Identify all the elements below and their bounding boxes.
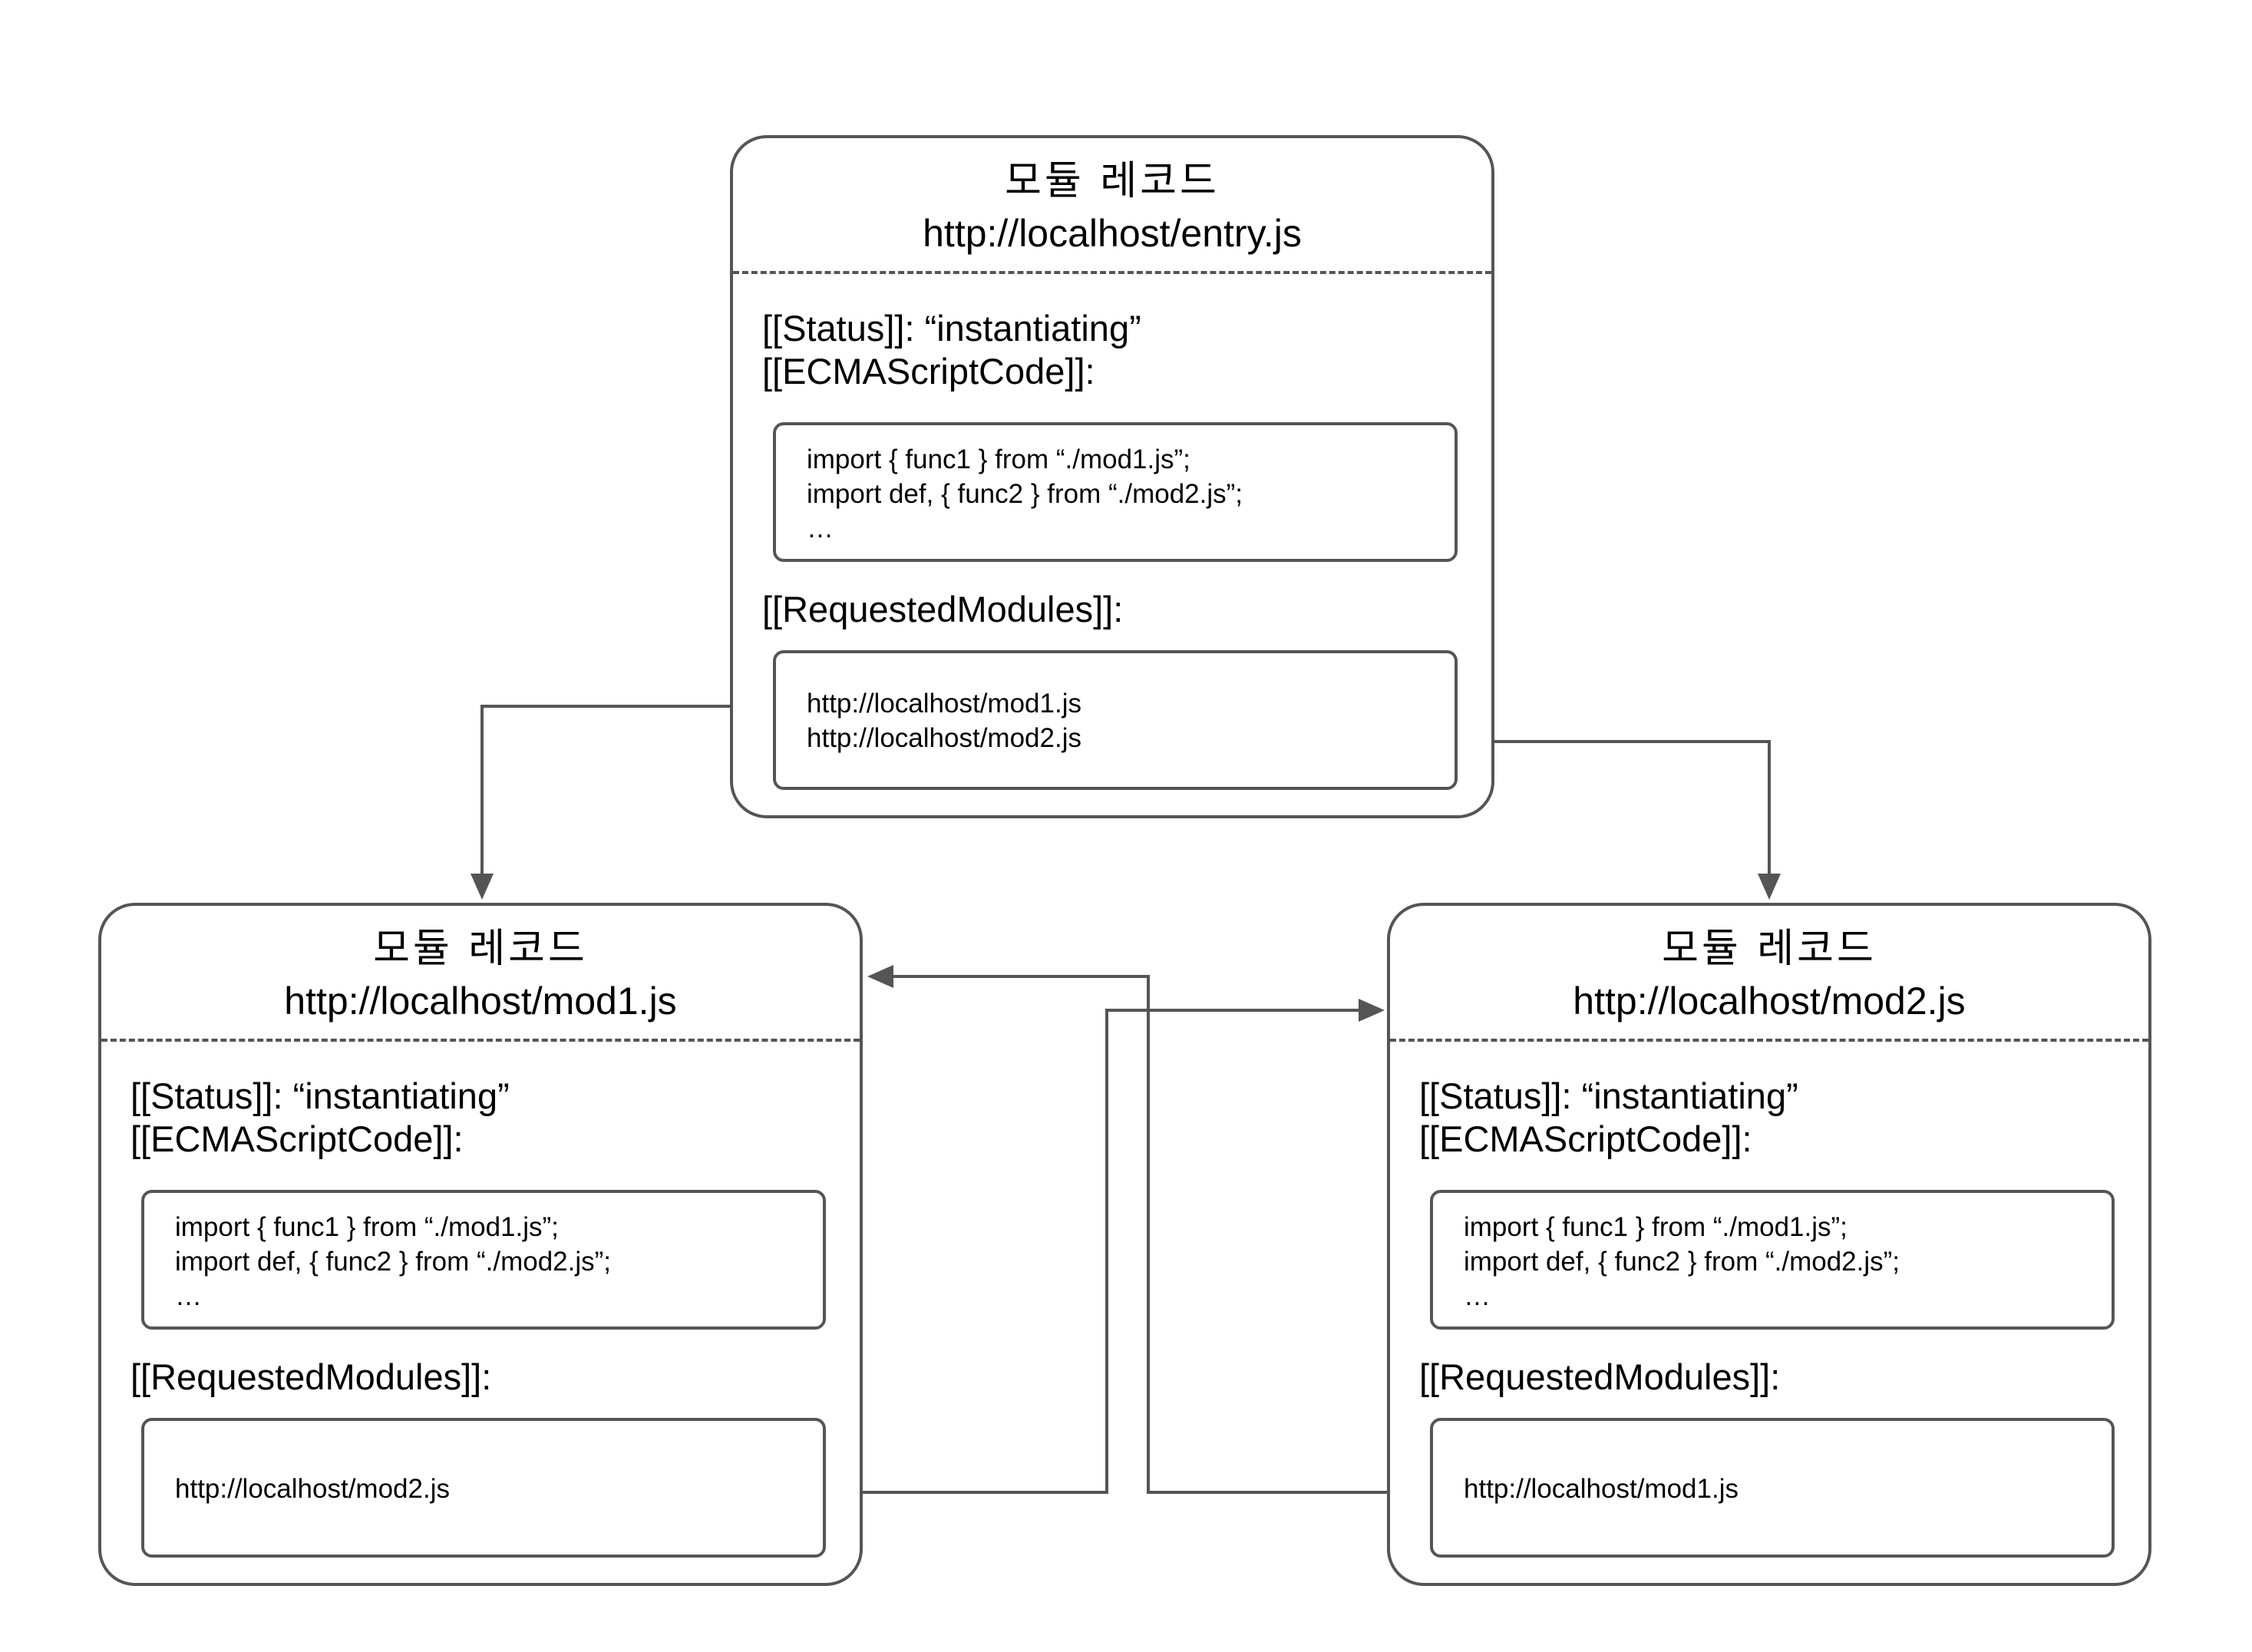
status-field: [[Status]]: “instantiating” [130, 1075, 510, 1116]
status-field: [[Status]]: “instantiating” [762, 308, 1141, 349]
code-line: import { func1 } from “./mod1.js”; [807, 444, 1190, 474]
edge-mod2-to-mod1-line [892, 975, 1418, 1494]
code-line: … [1464, 1281, 1491, 1311]
edge-entry-to-mod1-arrowhead [471, 874, 494, 900]
module-header: 모듈 레코드 http://localhost/mod1.js [101, 906, 860, 1042]
ecmascript-code-label: [[ECMAScriptCode]]: [762, 351, 1095, 392]
edge-mod2-to-mod1 [867, 965, 1427, 1501]
requested-modules-box: http://localhost/mod2.js [141, 1418, 826, 1558]
module-kind-label: 모듈 레코드 [1005, 158, 1220, 204]
edge-mod1-to-mod2 [828, 999, 1385, 1501]
edge-entry-to-mod2-arrowhead [1758, 874, 1781, 900]
module-header: 모듈 레코드 http://localhost/entry.js [733, 138, 1491, 274]
code-line: import { func1 } from “./mod1.js”; [175, 1212, 559, 1242]
ecmascript-code-label: [[ECMAScriptCode]]: [130, 1118, 464, 1159]
module-header: 모듈 레코드 http://localhost/mod2.js [1390, 906, 2148, 1042]
requested-module-entry: http://localhost/mod1.js [1464, 1474, 1739, 1504]
module-record-entry: 모듈 레코드 http://localhost/entry.js [[Statu… [730, 135, 1494, 818]
module-url: http://localhost/entry.js [923, 212, 1302, 255]
code-line: import def, { func2 } from “./mod2.js”; [1464, 1247, 1900, 1277]
requested-module-entry: http://localhost/mod2.js [175, 1474, 450, 1504]
module-url: http://localhost/mod1.js [284, 980, 677, 1023]
module-record-mod1: 모듈 레코드 http://localhost/mod1.js [[Status… [98, 903, 863, 1586]
edge-mod1-to-mod2-line [837, 1009, 1360, 1494]
code-line: … [807, 514, 834, 544]
ecmascript-code-label: [[ECMAScriptCode]]: [1419, 1118, 1752, 1159]
requested-modules-label: [[RequestedModules]]: [1419, 1356, 1781, 1397]
code-line: … [175, 1281, 202, 1311]
requested-module-entry: http://localhost/mod1.js [807, 689, 1081, 719]
requested-modules-box: http://localhost/mod1.js [1430, 1418, 2115, 1558]
code-box: import { func1 } from “./mod1.js”; impor… [141, 1190, 826, 1330]
requested-modules-label: [[RequestedModules]]: [762, 589, 1124, 629]
edge-mod1-to-mod2-arrowhead [1359, 999, 1385, 1022]
module-kind-label: 모듈 레코드 [1662, 926, 1877, 972]
code-box: import { func1 } from “./mod1.js”; impor… [773, 422, 1458, 562]
requested-modules-box: http://localhost/mod1.js http://localhos… [773, 650, 1458, 790]
status-field: [[Status]]: “instantiating” [1419, 1075, 1798, 1116]
code-line: import def, { func2 } from “./mod2.js”; [807, 479, 1243, 509]
module-kind-label: 모듈 레코드 [373, 926, 588, 972]
module-url: http://localhost/mod2.js [1573, 980, 1966, 1023]
module-record-mod2: 모듈 레코드 http://localhost/mod2.js [[Status… [1387, 903, 2151, 1586]
requested-module-entry: http://localhost/mod2.js [807, 723, 1081, 753]
code-line: import def, { func2 } from “./mod2.js”; [175, 1247, 611, 1277]
code-box: import { func1 } from “./mod1.js”; impor… [1430, 1190, 2115, 1330]
edge-mod2-to-mod1-arrowhead [867, 965, 893, 988]
code-line: import { func1 } from “./mod1.js”; [1464, 1212, 1847, 1242]
requested-modules-label: [[RequestedModules]]: [130, 1356, 492, 1397]
